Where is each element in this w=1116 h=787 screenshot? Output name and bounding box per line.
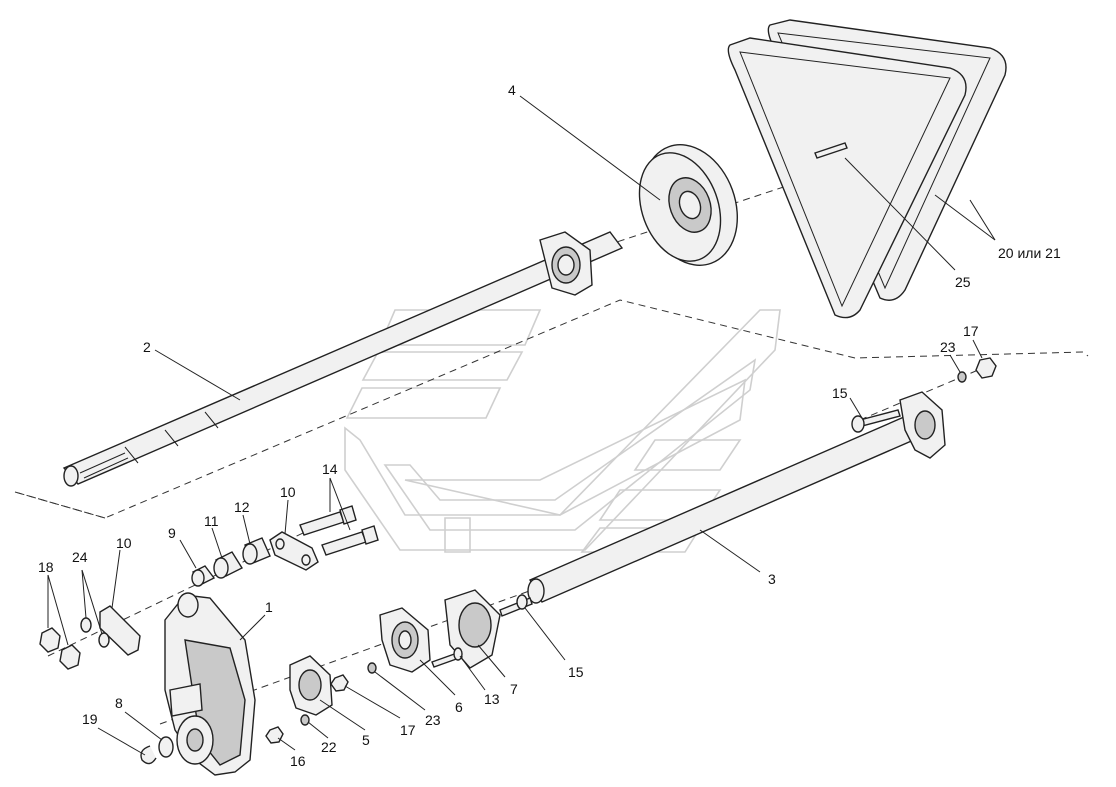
callout-10-left: 10: [116, 535, 132, 551]
part-15-bolt-top: [851, 409, 901, 433]
callout-labels: 1 2 3 4 5 6 7 8 9 10 10 11 12 13 14 15 1…: [38, 82, 1061, 769]
callout-24: 24: [72, 549, 88, 565]
callout-16: 16: [290, 753, 306, 769]
part-20-21-belts: [727, 19, 1007, 319]
part-14-bolts: [299, 505, 379, 556]
callout-12: 12: [234, 499, 250, 515]
part-2-splined-shaft: [62, 231, 624, 487]
callout-8: 8: [115, 695, 123, 711]
callout-3: 3: [768, 571, 776, 587]
part-5-flange-housing: [289, 655, 333, 716]
part-16-nut: [265, 726, 284, 744]
part-1-gearbox: [164, 592, 256, 776]
callout-10-upper: 10: [280, 484, 296, 500]
callout-19: 19: [82, 711, 98, 727]
part-17-nut-bottom: [330, 674, 349, 692]
shaft-bearing-housing: [539, 231, 593, 296]
callout-13: 13: [484, 691, 500, 707]
callout-18: 18: [38, 559, 54, 575]
callout-1: 1: [265, 599, 273, 615]
part-19-circlip: [140, 745, 157, 765]
callout-17-bottom: 17: [400, 722, 416, 738]
part-23-washer-bottom: [367, 662, 377, 674]
part-10-link-plate: [269, 531, 319, 571]
part-17-nut-top: [975, 357, 997, 379]
callout-9: 9: [168, 525, 176, 541]
callout-25: 25: [955, 274, 971, 290]
part-12-bushing: [242, 537, 271, 565]
part-8-washer: [158, 736, 174, 758]
callout-4: 4: [508, 82, 516, 98]
part-25-key: [814, 142, 848, 159]
part-23-washer-top: [957, 371, 967, 383]
callout-7: 7: [510, 681, 518, 697]
callout-15-bottom: 15: [568, 664, 584, 680]
part-15-bolt-bottom: [499, 594, 533, 617]
callout-5: 5: [362, 732, 370, 748]
callout-22: 22: [321, 739, 337, 755]
callout-6: 6: [455, 699, 463, 715]
leader-lines: [47, 95, 996, 756]
part-11-bushing: [213, 551, 244, 579]
part-10-plate-left: [99, 605, 141, 656]
callout-11: 11: [204, 513, 219, 529]
callout-17-top: 17: [963, 323, 979, 339]
callout-23-bottom: 23: [425, 712, 441, 728]
callout-14: 14: [322, 461, 338, 477]
part-13-bolt: [431, 647, 463, 668]
part-18-nuts: [39, 627, 81, 670]
callout-23-top: 23: [940, 339, 956, 355]
callout-20-or-21: 20 или 21: [998, 245, 1061, 261]
part-22-washer: [300, 714, 310, 726]
part-6-bearing-housing: [379, 607, 431, 673]
part-4-pulley: [638, 144, 739, 266]
callout-2: 2: [143, 339, 151, 355]
part-9-bushing: [191, 565, 216, 587]
watermark-logo: [344, 309, 781, 553]
callout-15-top: 15: [832, 385, 848, 401]
part-3-tube: [527, 391, 946, 604]
